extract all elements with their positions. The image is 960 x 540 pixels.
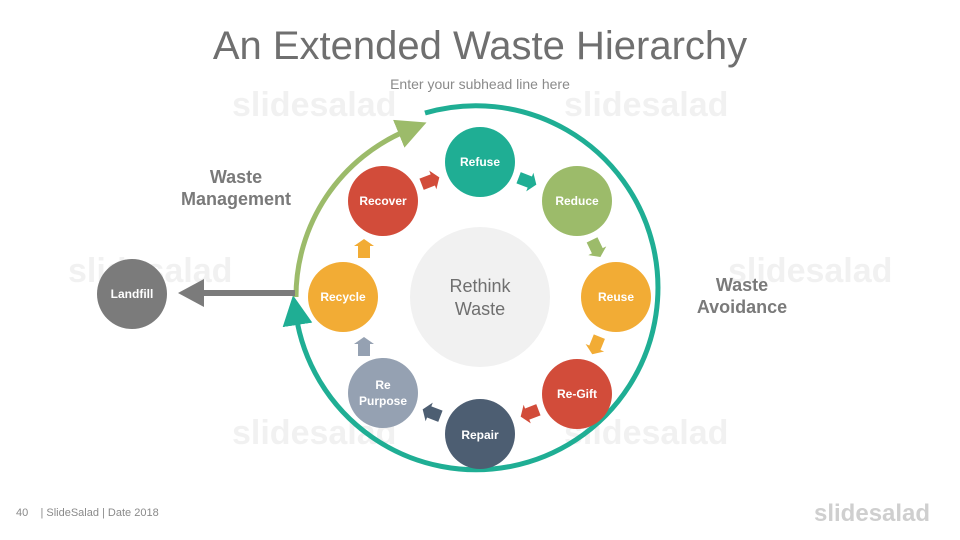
slide-title: An Extended Waste Hierarchy bbox=[212, 24, 748, 68]
node-label: Landfill bbox=[111, 287, 154, 301]
connector-arrow bbox=[520, 404, 541, 424]
waste-management-line2: Management bbox=[180, 189, 292, 209]
node-label: Recover bbox=[359, 194, 407, 208]
landfill-arrow bbox=[178, 279, 295, 307]
node-label: Reuse bbox=[598, 290, 634, 304]
node-label: Purpose bbox=[359, 394, 407, 408]
waste-avoidance-label: Waste Avoidance bbox=[680, 274, 804, 318]
node-label: Repair bbox=[461, 428, 499, 442]
node-refuse: Refuse bbox=[445, 127, 515, 197]
node-reuse: Reuse bbox=[581, 262, 651, 332]
slide-footer: 40 | SlideSalad | Date 2018 bbox=[16, 507, 159, 519]
node-reduce: Reduce bbox=[542, 166, 612, 236]
connector-arrow bbox=[422, 402, 443, 422]
watermark: slidesalad bbox=[728, 252, 893, 290]
waste-management-arc bbox=[293, 119, 427, 298]
connector-arrow bbox=[586, 237, 607, 257]
waste-avoidance-line1: Waste bbox=[715, 275, 769, 295]
watermark: slidesalad bbox=[232, 86, 397, 124]
connector-arrow bbox=[354, 337, 374, 356]
node-label: Re-Gift bbox=[557, 387, 597, 401]
node-recover: Recover bbox=[348, 166, 418, 236]
connector-arrow bbox=[516, 172, 537, 192]
slide-subhead: Enter your subhead line here bbox=[390, 76, 570, 92]
waste-management-label: Waste Management bbox=[166, 166, 306, 210]
node-label: Recycle bbox=[320, 290, 366, 304]
node-re-purpose: Re Purpose bbox=[348, 358, 418, 428]
watermark: slidesalad bbox=[564, 86, 729, 124]
node-label: Refuse bbox=[460, 155, 500, 169]
brand-logo: slidesalad bbox=[814, 500, 931, 527]
node-recycle: Recycle bbox=[308, 262, 378, 332]
connector-arrow bbox=[585, 334, 605, 355]
node-re-gift: Re-Gift bbox=[542, 359, 612, 429]
center-circle bbox=[410, 227, 550, 367]
connector-arrow bbox=[419, 170, 440, 190]
waste-avoidance-line2: Avoidance bbox=[696, 297, 788, 317]
connector-arrow bbox=[354, 239, 374, 258]
waste-management-line1: Waste bbox=[209, 167, 263, 187]
center-label-line1: Rethink bbox=[449, 276, 511, 296]
center-label-line2: Waste bbox=[455, 299, 505, 319]
node-label: Re bbox=[375, 378, 391, 392]
node-label: Reduce bbox=[555, 194, 599, 208]
waste-avoidance-arc bbox=[282, 103, 661, 473]
node-landfill: Landfill bbox=[97, 259, 167, 329]
node-repair: Repair bbox=[445, 399, 515, 469]
